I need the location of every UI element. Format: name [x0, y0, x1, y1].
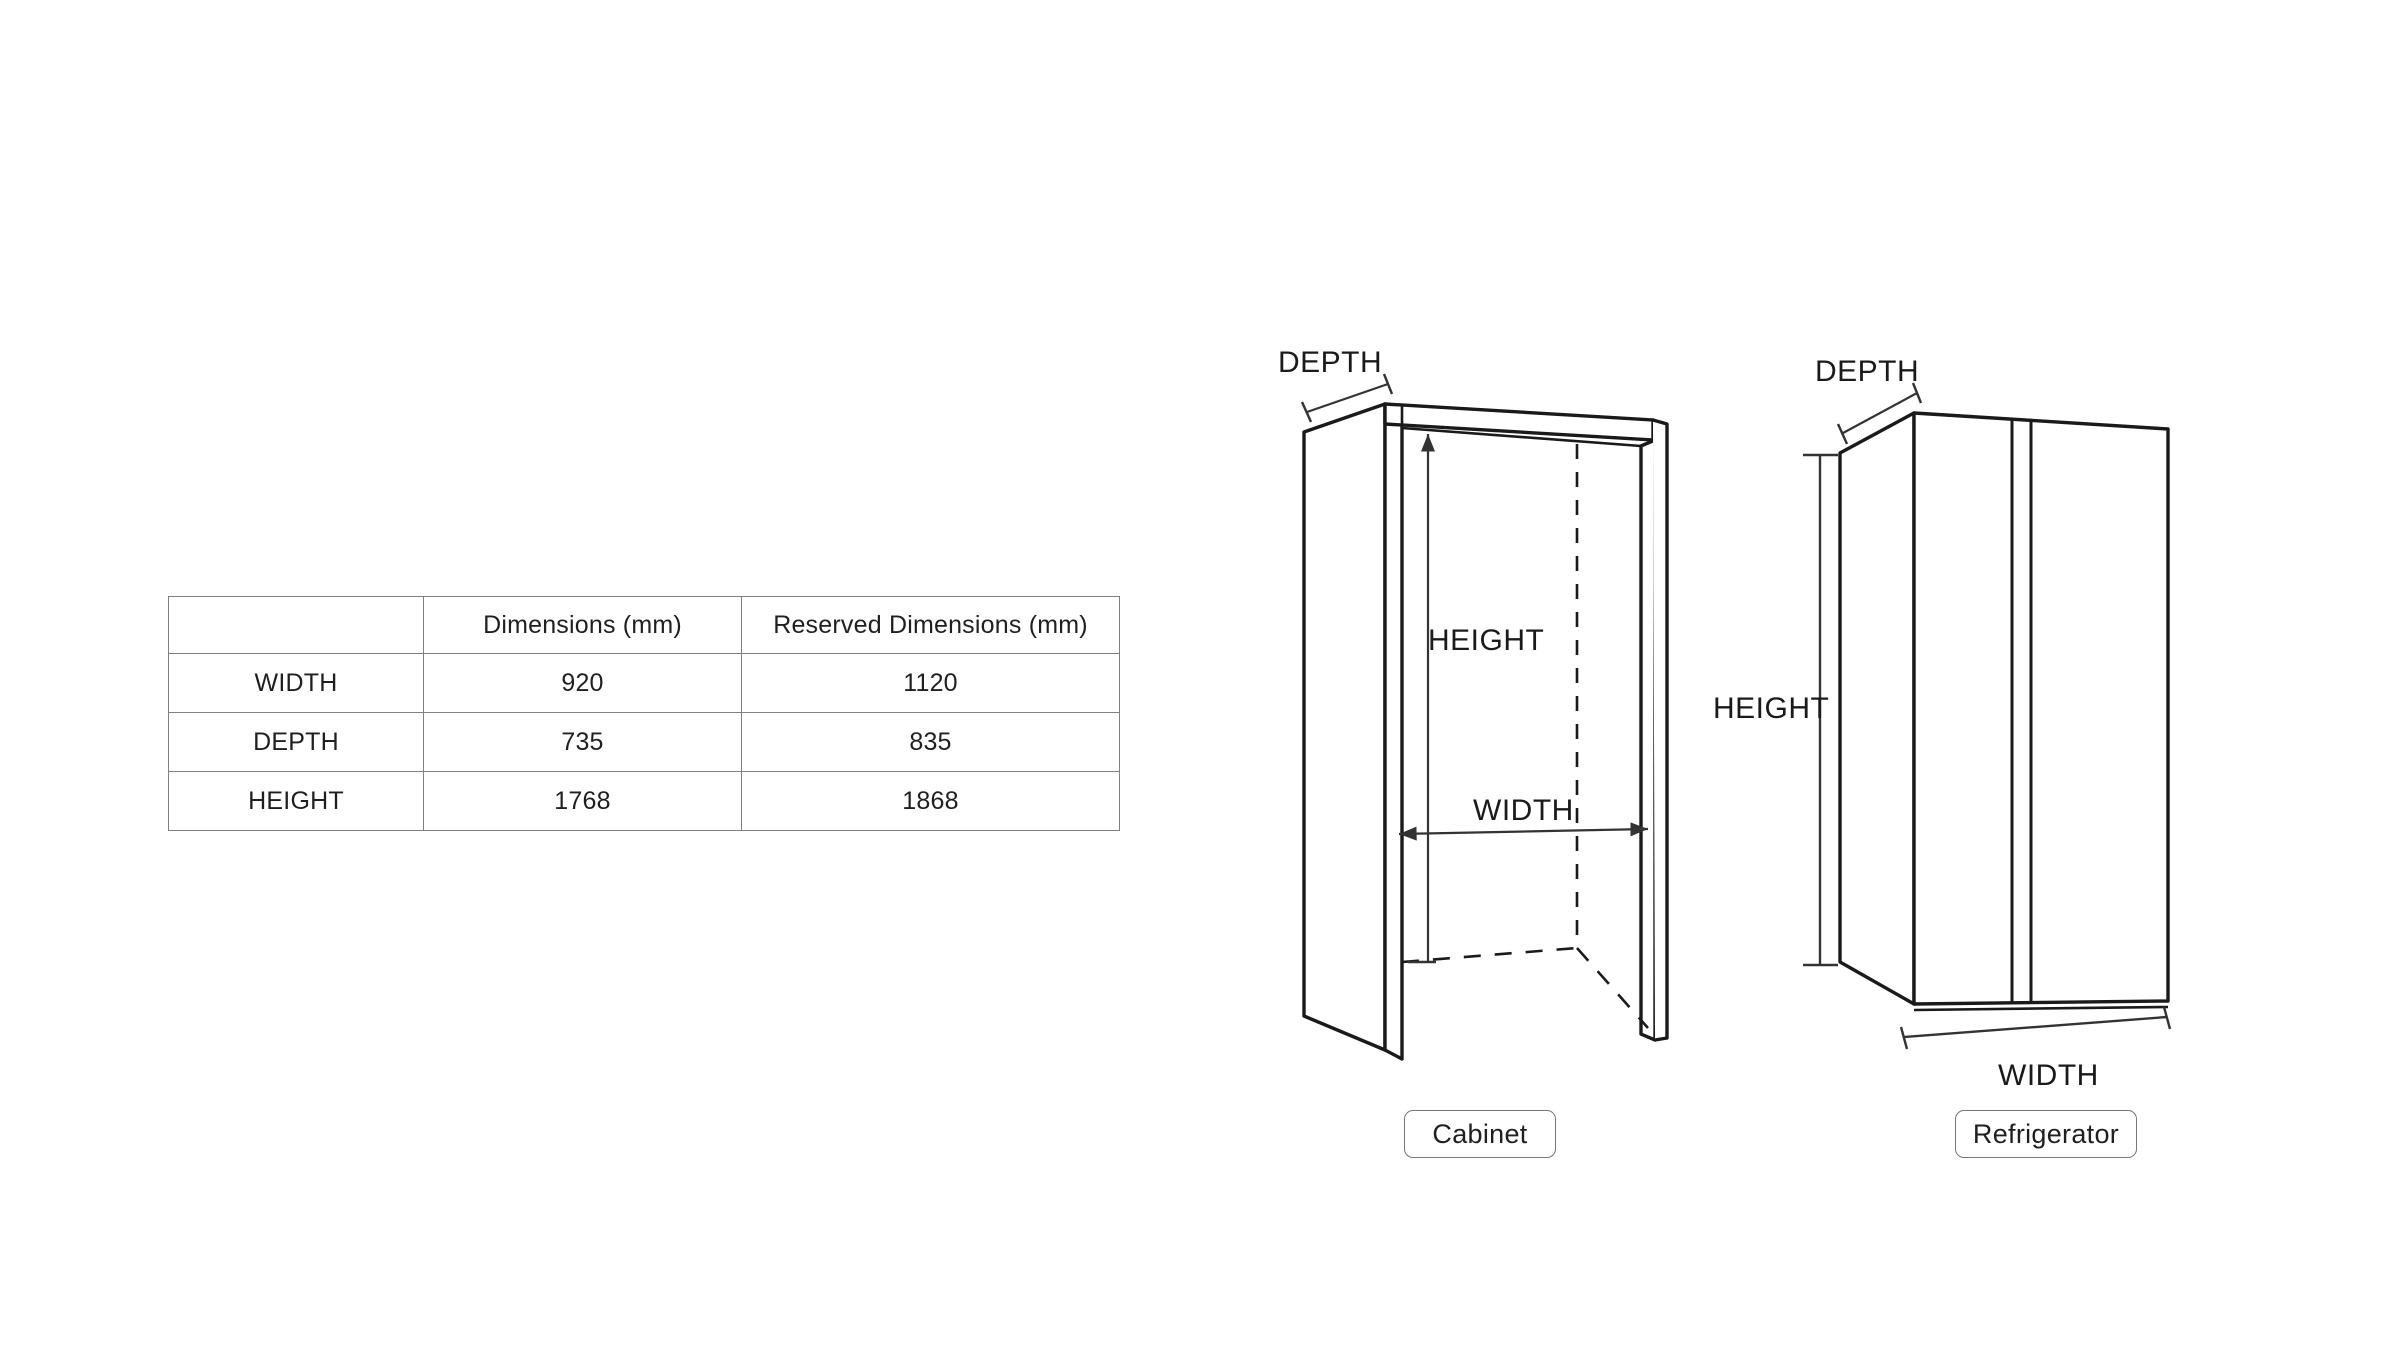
cabinet-left-panel-edge: [1383, 402, 1404, 1061]
cell-height-reserved: 1868: [741, 771, 1120, 831]
refrigerator-caption-pill: Refrigerator: [1955, 1110, 2137, 1158]
cell-width-reserved: 1120: [741, 653, 1120, 713]
refrigerator-width-label: WIDTH: [1998, 1059, 2099, 1092]
dimensions-table-container: Dimensions (mm) Reserved Dimensions (mm)…: [168, 596, 1120, 831]
row-label-height: HEIGHT: [168, 771, 424, 831]
row-label-depth: DEPTH: [168, 712, 424, 772]
cabinet-width-label: WIDTH: [1473, 794, 1574, 827]
table-row: DEPTH 735 835: [168, 712, 1120, 772]
cabinet-depth-tick-left: [1300, 401, 1313, 423]
cabinet-right-panel-edge: [1652, 418, 1669, 1042]
refrigerator-depth-dimension-line: [1842, 392, 1918, 434]
refrigerator-depth-tick-left: [1836, 423, 1849, 445]
refrigerator-height-label: HEIGHT: [1713, 692, 1829, 725]
cabinet-diagram: DEPTH HEIGHT WIDTH: [1278, 346, 1669, 1061]
cabinet-top-beam-inner-edge: [1401, 426, 1642, 448]
cabinet-depth-label: DEPTH: [1278, 346, 1382, 379]
refrigerator-depth-label: DEPTH: [1815, 355, 1919, 388]
refrigerator-width-dimension-line: [1903, 1015, 2168, 1039]
cabinet-top-beam: [1383, 402, 1655, 442]
cabinet-height-label: HEIGHT: [1428, 624, 1544, 657]
refrigerator-base-line: [1913, 1005, 2169, 1012]
table-header-corner: [168, 596, 424, 654]
refrigerator-front-face: [1912, 411, 2170, 1006]
cabinet-depth-tick-right: [1382, 373, 1394, 395]
cell-depth-dimensions: 735: [423, 712, 742, 772]
refrigerator-width-tick-right: [2162, 1006, 2172, 1030]
cabinet-caption-pill: Cabinet: [1404, 1110, 1556, 1158]
dimensions-table: Dimensions (mm) Reserved Dimensions (mm)…: [168, 596, 1120, 831]
cabinet-right-panel: [1639, 438, 1657, 1042]
cabinet-hidden-floor-right: [1576, 947, 1649, 1029]
refrigerator-left-side-face: [1838, 411, 1916, 1006]
cabinet-left-panel: [1302, 402, 1387, 1052]
cell-depth-reserved: 835: [741, 712, 1120, 772]
table-row: HEIGHT 1768 1868: [168, 771, 1120, 831]
cell-height-dimensions: 1768: [423, 771, 742, 831]
row-label-width: WIDTH: [168, 653, 424, 713]
refrigerator-diagram: DEPTH HEIGHT WIDTH: [1713, 355, 2172, 1092]
table-row: WIDTH 920 1120: [168, 653, 1120, 713]
cabinet-depth-dimension-line: [1306, 382, 1389, 414]
table-header-row: Dimensions (mm) Reserved Dimensions (mm): [168, 596, 1120, 654]
table-header-reserved-dimensions: Reserved Dimensions (mm): [741, 596, 1120, 654]
table-header-dimensions: Dimensions (mm): [423, 596, 742, 654]
cell-width-dimensions: 920: [423, 653, 742, 713]
cabinet-hidden-floor-back: [1401, 946, 1578, 964]
refrigerator-depth-tick-right: [1911, 382, 1923, 404]
cabinet-width-dimension-line: [1398, 822, 1649, 841]
refrigerator-width-tick-left: [1899, 1026, 1909, 1050]
